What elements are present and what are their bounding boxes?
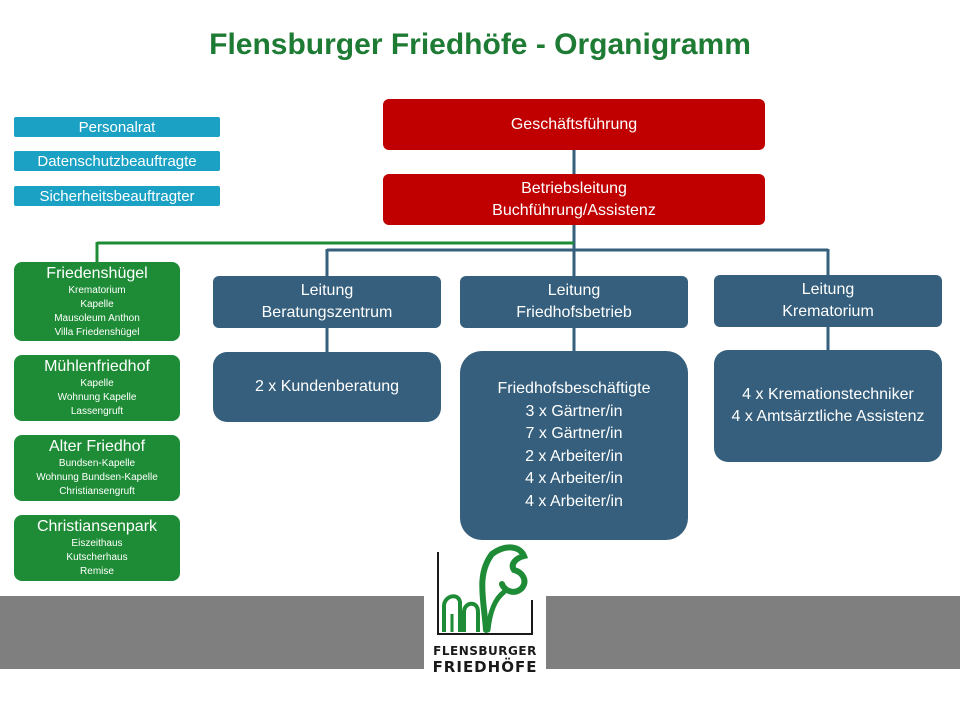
- department-head-label: Leitung: [547, 282, 601, 299]
- department-staff-line: 4 x Amtsärztliche Assistenz: [731, 408, 925, 425]
- department-head-label: Friedhofsbetrieb: [516, 304, 632, 321]
- department-staff-line: Friedhofsbeschäftigte: [497, 380, 651, 397]
- staff-function-datenschutz: Datenschutzbeauftragte: [14, 151, 220, 171]
- management-second-label: Betriebsleitung: [521, 179, 627, 197]
- logo-tree-icon: [437, 544, 533, 635]
- department-staff-krematorium: 4 x Kremationstechniker 4 x Amtsärztlich…: [714, 350, 942, 462]
- cemetery-box-muehlenfriedhof: Mühlenfriedhof Kapelle Wohnung Kapelle L…: [14, 355, 180, 421]
- department-staff-line: 2 x Arbeiter/in: [525, 447, 623, 465]
- cemetery-box-friedenshuegel: Friedenshügel Krematorium Kapelle Mausol…: [14, 262, 180, 341]
- staff-function-label: Personalrat: [78, 118, 156, 136]
- department-staff-line: 3 x Gärtner/in: [525, 402, 623, 420]
- cemetery-item: Wohnung Bundsen-Kapelle: [36, 472, 158, 483]
- management-top-label: Geschäftsführung: [510, 115, 638, 133]
- cemetery-item: Kapelle: [80, 298, 114, 310]
- cemetery-item: Kutscherhaus: [66, 552, 128, 563]
- department-staff-line: 7 x Gärtner/in: [525, 425, 623, 442]
- cemetery-item: Villa Friedenshügel: [54, 326, 140, 338]
- cemetery-item: Mausoleum Anthon: [54, 312, 140, 324]
- cemetery-item: Christiansengruft: [59, 486, 135, 497]
- cemetery-item: Remise: [80, 566, 114, 577]
- department-head-krematorium: Leitung Krematorium: [714, 275, 942, 327]
- department-staff-line: 4 x Arbeiter/in: [525, 492, 623, 510]
- department-staff-beratungszentrum: 2 x Kundenberatung: [213, 352, 441, 422]
- cemetery-item: Lassengruft: [70, 406, 124, 417]
- department-head-friedhofsbetrieb: Leitung Friedhofsbetrieb: [460, 276, 688, 328]
- cemetery-name: Mühlenfriedhof: [44, 358, 150, 375]
- staff-function-sicherheit: Sicherheitsbeauftragter: [14, 186, 220, 206]
- cemetery-item: Bundsen-Kapelle: [58, 458, 136, 469]
- cemetery-box-alter-friedhof: Alter Friedhof Bundsen-Kapelle Wohnung B…: [14, 435, 180, 501]
- department-head-beratungszentrum: Leitung Beratungszentrum: [213, 276, 441, 328]
- department-staff-friedhofsbetrieb: Friedhofsbeschäftigte 3 x Gärtner/in 7 x…: [460, 351, 688, 540]
- cemetery-item: Kapelle: [80, 378, 114, 389]
- department-staff-line: 2 x Kundenberatung: [254, 378, 400, 395]
- department-head-label: Leitung: [801, 281, 855, 298]
- cemetery-name: Alter Friedhof: [48, 438, 146, 455]
- cemetery-box-christiansenpark: Christiansenpark Eiszeithaus Kutscherhau…: [14, 515, 180, 581]
- management-second-box: Betriebsleitung Buchführung/Assistenz: [383, 174, 765, 225]
- staff-function-label: Sicherheitsbeauftragter: [39, 187, 195, 205]
- logo-line2: FRIEDHÖFE: [432, 658, 538, 676]
- staff-function-personalrat: Personalrat: [14, 117, 220, 137]
- cemetery-item: Krematorium: [68, 284, 126, 296]
- department-staff-line: 4 x Arbeiter/in: [525, 470, 623, 487]
- management-top-box: Geschäftsführung: [383, 99, 765, 150]
- staff-function-label: Datenschutzbeauftragte: [37, 152, 197, 170]
- logo: FLENSBURGER FRIEDHÖFE: [424, 540, 546, 678]
- cemetery-name: Friedenshügel: [46, 264, 148, 282]
- department-head-label: Beratungszentrum: [261, 304, 393, 321]
- department-head-label: Leitung: [300, 282, 354, 299]
- cemetery-name: Christiansenpark: [36, 518, 158, 535]
- page-title: Flensburger Friedhöfe - Organigramm: [209, 28, 751, 61]
- department-staff-line: 4 x Kremationstechniker: [742, 386, 914, 403]
- management-second-label: Buchführung/Assistenz: [492, 201, 656, 219]
- cemetery-item: Eiszeithaus: [71, 538, 123, 549]
- logo-line1: FLENSBURGER: [433, 644, 537, 658]
- cemetery-item: Wohnung Kapelle: [57, 392, 137, 403]
- department-head-label: Krematorium: [782, 303, 874, 320]
